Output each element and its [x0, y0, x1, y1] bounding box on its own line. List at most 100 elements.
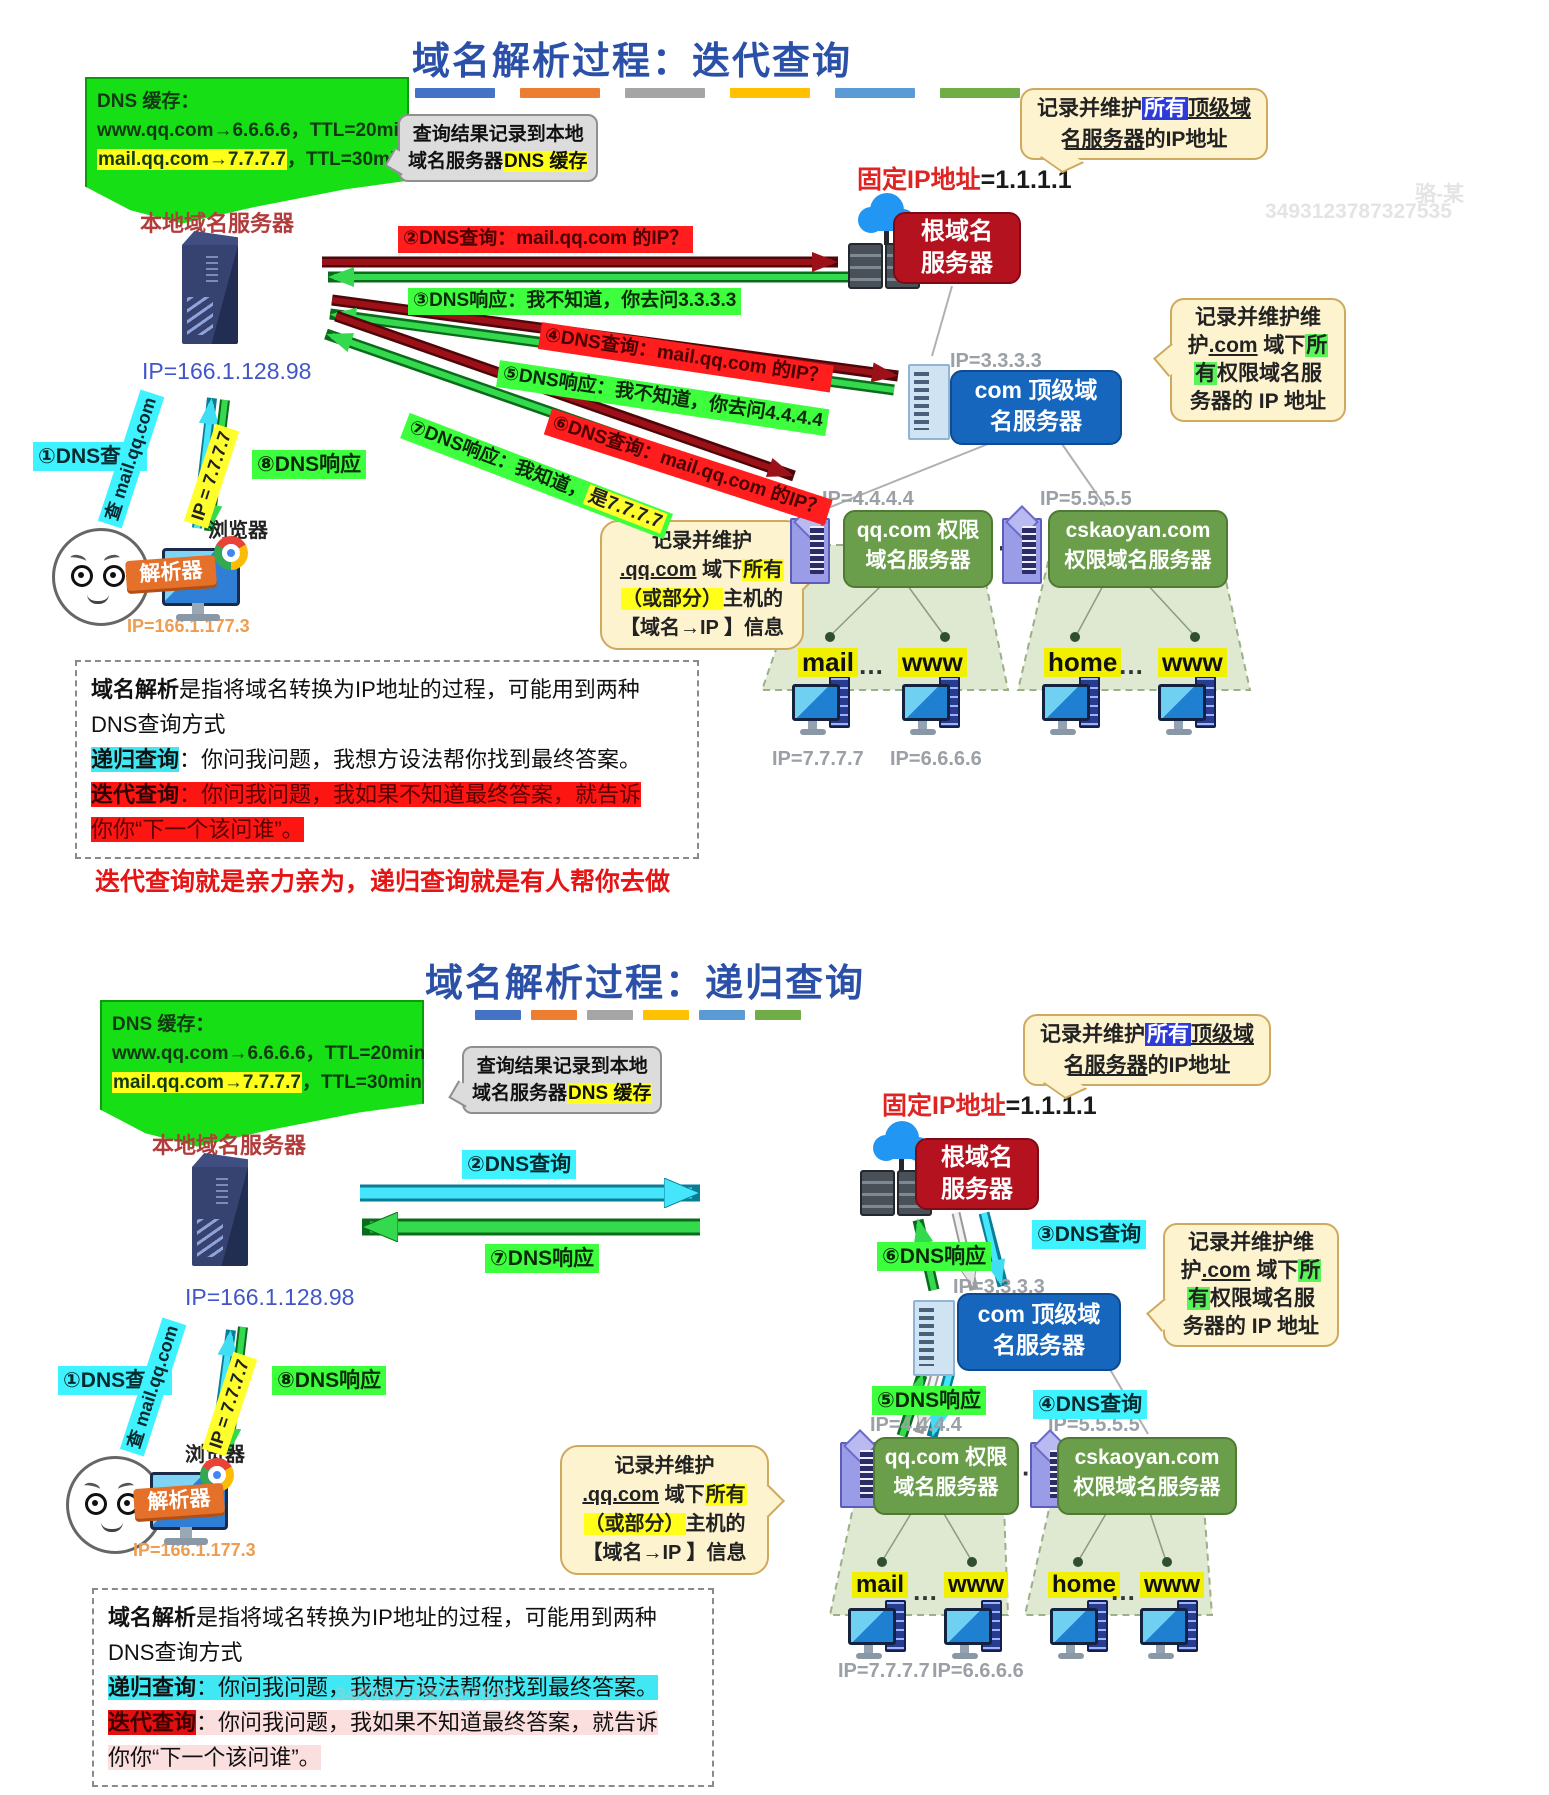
p1-qq-server-icon [790, 518, 830, 584]
def-recursive-text: ：你问我问题，我想方设法帮你找到最终答案。 [179, 747, 642, 772]
root-note-c: 顶级域 [1188, 97, 1251, 120]
p2-label-step8: ⑧DNS响应 [272, 1366, 387, 1396]
fixed-ip-value: =1.1.1.1 [980, 166, 1072, 194]
p1-root-note: 记录并维护所有顶级域 名服务器的IP地址 [1020, 88, 1268, 174]
cache-entry-mail-ttl: ，TTL=30min [301, 1072, 422, 1093]
p1-mail-host-ip: IP=7.7.7.7 [772, 748, 864, 770]
def-text1: 是指将域名转换为IP地址的过程，可能用到两种 [179, 677, 640, 702]
p1-host-www-icon [902, 676, 960, 740]
com-note-2a: 护 [1180, 1259, 1202, 1282]
p2-host-mail-icon [848, 1600, 906, 1664]
qq-note-4: 【域名→IP 】信息 [582, 1542, 747, 1564]
p2-host-www-icon [944, 1600, 1002, 1664]
p1-cs-ip: IP=5.5.5.5 [1040, 488, 1132, 510]
qq-note-1: 记录并维护 [614, 1455, 715, 1477]
p2-root-server-box: 根域名 服务器 [915, 1138, 1039, 1210]
def-iterative-text: ：你问我问题，我如果不知道最终答案，就告诉 [196, 1710, 659, 1735]
def-recursive-text: ：你问我问题，我想方设法帮你找到最终答案。 [196, 1675, 659, 1700]
def-term: 域名解析 [108, 1605, 197, 1630]
bubble-line2: 域名服务器 [408, 151, 504, 172]
com-note-4: 务器的 IP 地址 [1189, 390, 1327, 413]
p2-com-note: 记录并维护维 护.com 域下所 有权限域名服 务器的 IP 地址 [1146, 1223, 1339, 1347]
p2-mail-host-ip: IP=7.7.7.7 [838, 1660, 930, 1682]
qq-note-2c: 所有 [742, 559, 785, 581]
cache-entry-www: www.qq.com→6.6.6.6，TTL=20min [97, 120, 411, 141]
root-note-c: 顶级域 [1191, 1023, 1254, 1046]
qq-label-line1: qq.com 权限 [856, 519, 980, 542]
com-note-1: 记录并维护维 [1195, 306, 1321, 329]
root-label-line1: 根域名 [921, 218, 993, 245]
p1-leaf-mail: mail [798, 648, 859, 677]
p1-summary-note: 迭代查询就是亲力亲为，递归查询就是有人帮你去做 [95, 868, 671, 896]
p1-local-dns-label: 本地域名服务器 [140, 211, 295, 236]
com-label-line1: com 顶级域 [977, 1301, 1101, 1327]
cache-entry-mail: mail.qq.com→7.7.7.7 [112, 1072, 302, 1093]
root-note-a: 记录并维护 [1037, 97, 1142, 120]
p1-com-server-icon [908, 364, 950, 440]
p2-local-dns-ip: IP=166.1.128.98 [185, 1284, 355, 1310]
p2-label-step6: ⑥DNS响应 [877, 1242, 992, 1272]
qq-label-line2: 域名服务器 [893, 1476, 999, 1499]
cache-title: DNS 缓存： [112, 1014, 215, 1035]
p1-host-mail-icon [792, 676, 850, 740]
p1-label-step3: ③DNS响应：我不知道，你去问3.3.3.3 [408, 288, 742, 315]
bubble-line2-highlight: DNS 缓存 [503, 151, 589, 172]
p2-www-host-ip: IP=6.6.6.6 [932, 1660, 1024, 1682]
cs-label-line1: cskaoyan.com [1065, 519, 1211, 542]
watermark-name: 骆-某 [1415, 183, 1464, 206]
def-iterative-term: 迭代查询 [91, 782, 180, 807]
def-text2: DNS查询方式 [91, 712, 226, 737]
p2-com-tld-box: com 顶级域 名服务器 [957, 1293, 1121, 1371]
root-note-e: 的IP地址 [1147, 1054, 1231, 1077]
fixed-ip-label: 固定IP地址 [882, 1092, 1006, 1120]
com-label-line2: 名服务器 [993, 1332, 1085, 1358]
p1-host-www2-icon [1158, 676, 1216, 740]
p2-leaf-www2: www [1140, 1571, 1205, 1599]
p1-chrome-icon [214, 536, 248, 570]
root-note-e: 的IP地址 [1144, 128, 1228, 151]
p1-leaf-home: home [1044, 648, 1122, 677]
p2-client-ip: IP=166.1.177.3 [133, 1540, 256, 1560]
def-iterative-text2: 你你“下一个该问谁”。 [91, 817, 304, 842]
p1-label-step2: ②DNS查询：mail.qq.com 的IP？ [398, 226, 694, 253]
com-note-2a: 护 [1187, 334, 1209, 357]
com-note-3b: 权限域名服 [1210, 1287, 1315, 1310]
p2-leaf-home: home [1048, 1571, 1121, 1599]
qq-note-2b: 域下 [659, 1484, 705, 1506]
p1-title-underline-bars [415, 88, 1045, 98]
def-iterative-text: ：你问我问题，我如果不知道最终答案，就告诉 [179, 782, 642, 807]
p1-leaf-www2: www [1158, 648, 1227, 677]
p1-leaf-dots2: … [1118, 650, 1144, 680]
com-note-2b: .com [1201, 1259, 1251, 1282]
bubble-line1: 查询结果记录到本地 [476, 1056, 648, 1077]
p1-monitor-base [176, 614, 220, 621]
cache-title: DNS 缓存： [97, 91, 200, 112]
qq-note-2b: 域下 [696, 559, 743, 581]
p2-resolver-badge: 解析器 [133, 1482, 225, 1520]
root-note-d: 名服务器 [1063, 1054, 1148, 1077]
cs-label-line1: cskaoyan.com [1074, 1446, 1220, 1469]
def-recursive-term: 递归查询 [108, 1675, 197, 1700]
com-note-2d: 所 [1305, 334, 1329, 357]
com-note-1: 记录并维护维 [1188, 1231, 1314, 1254]
qq-note-4: 【域名→IP 】信息 [619, 617, 785, 639]
com-label-line1: com 顶级域 [974, 377, 1098, 403]
com-note-3a: 有 [1187, 1287, 1210, 1310]
p2-cache-note-bubble: 查询结果记录到本地 域名服务器DNS 缓存 [448, 1046, 663, 1114]
p2-qq-ip: IP=4.4.4.4 [870, 1414, 962, 1436]
com-note-3a: 有 [1194, 362, 1217, 385]
p2-monitor-stand [180, 1527, 192, 1539]
p1-host-home-icon [1042, 676, 1100, 740]
qq-note-3a: （或部分） [583, 1513, 686, 1535]
p2-cs-ip: IP=5.5.5.5 [1048, 1414, 1140, 1436]
p2-local-dns-label: 本地域名服务器 [152, 1133, 307, 1158]
qq-note-1: 记录并维护 [652, 530, 752, 552]
qq-note-2a: .qq.com [619, 559, 697, 581]
cache-entry-mail: mail.qq.com→7.7.7.7 [97, 149, 287, 170]
com-note-2b: .com [1208, 334, 1258, 357]
p2-leaf-dots: … [912, 1576, 938, 1606]
p2-label-step5: ⑤DNS响应 [872, 1386, 987, 1416]
qq-label-line1: qq.com 权限 [884, 1446, 1008, 1469]
p1-www-host-ip: IP=6.6.6.6 [890, 748, 982, 770]
